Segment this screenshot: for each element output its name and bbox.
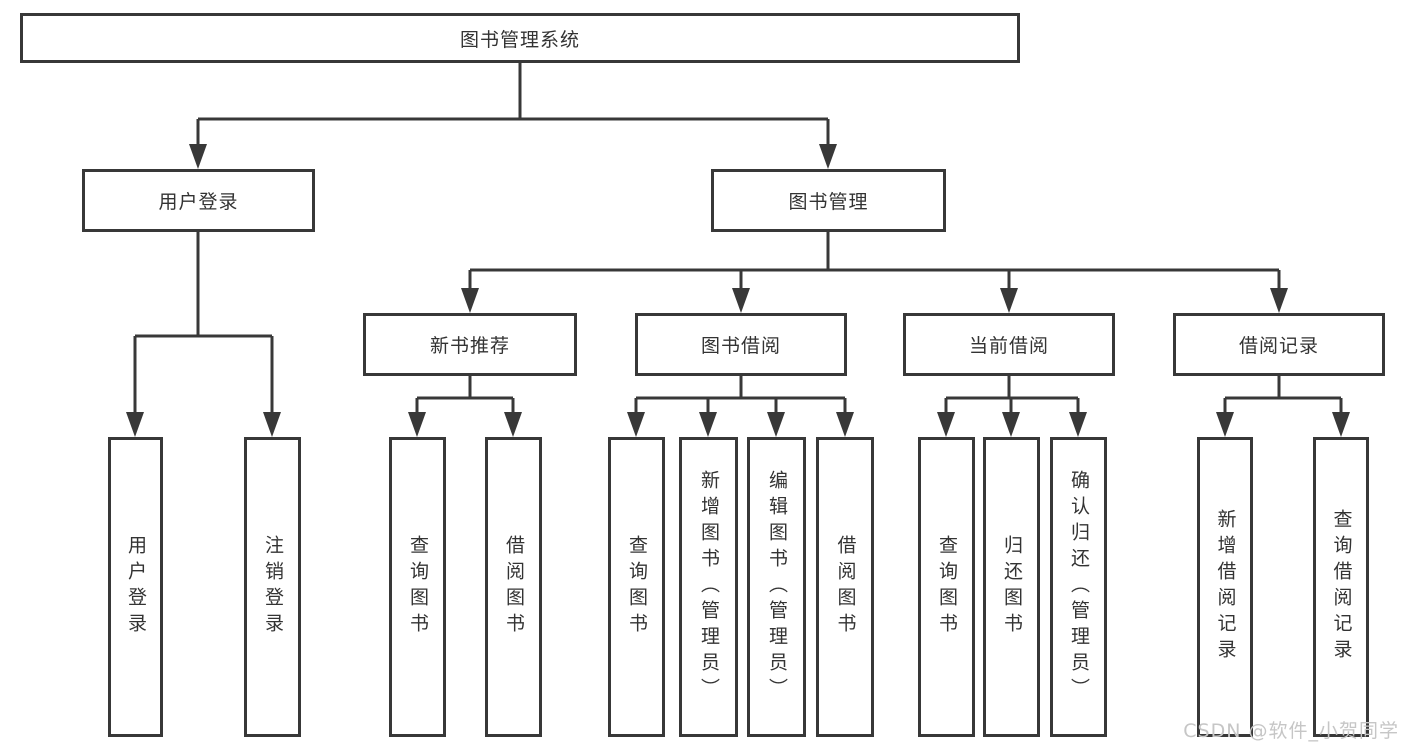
leaf-query-borrow-record: 查询借阅记录 [1313,437,1369,737]
leaf-borrow-books: 借阅图书 [816,437,874,737]
leaf-user-login: 用户登录 [108,437,163,737]
node-borrowing-records: 借阅记录 [1173,313,1385,376]
node-user-login: 用户登录 [82,169,315,232]
node-book-borrowing: 图书借阅 [635,313,847,376]
leaf-logout: 注销登录 [244,437,301,737]
csdn-watermark: CSDN @软件_小贺同学 [1183,720,1399,742]
leaf-add-books-admin: 新增图书（管理员） [679,437,738,737]
node-new-book-recommendation: 新书推荐 [363,313,577,376]
leaf-return-books: 归还图书 [983,437,1040,737]
leaf-confirm-return-admin: 确认归还（管理员） [1050,437,1107,737]
node-current-borrowing: 当前借阅 [903,313,1115,376]
node-library-management-system: 图书管理系统 [20,13,1020,63]
leaf-edit-books-admin: 编辑图书（管理员） [747,437,806,737]
leaf-add-borrow-record: 新增借阅记录 [1197,437,1253,737]
leaf-borrow-books-recommend: 借阅图书 [485,437,542,737]
leaf-query-books-current: 查询图书 [918,437,975,737]
node-book-management: 图书管理 [711,169,946,232]
leaf-query-books-recommend: 查询图书 [389,437,446,737]
leaf-query-books-borrow: 查询图书 [608,437,665,737]
